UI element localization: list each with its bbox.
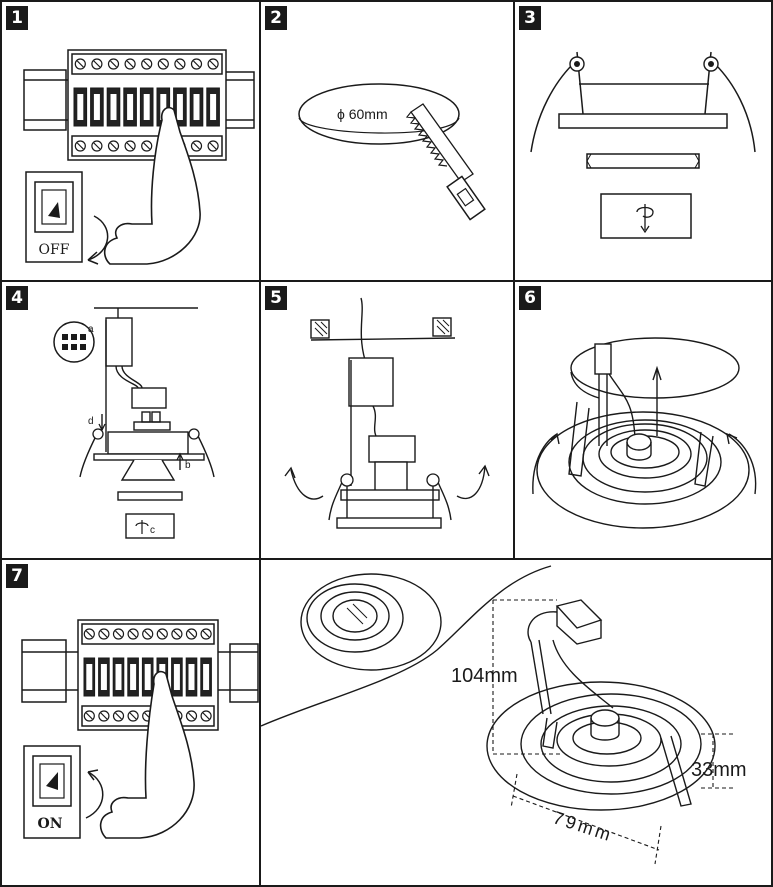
width-dimension-label: 79mm: [551, 807, 616, 845]
panel-step-4: 4: [0, 280, 261, 560]
step-number-1: 1: [6, 6, 28, 30]
top-terminals: [71, 53, 223, 75]
panel-step-7: 7 ON: [0, 558, 261, 887]
push-into-ceiling-illustration: [532, 337, 757, 529]
dimension-lines: [492, 599, 733, 865]
label-d: d: [88, 416, 94, 427]
panel-step-5: 5: [259, 280, 515, 560]
step-number-4: 4: [6, 286, 28, 310]
downlight-product: [486, 599, 716, 811]
insert-fitting-illustration: [284, 297, 490, 529]
finger-pressing: [99, 670, 195, 839]
step-number-2: 2: [265, 6, 287, 30]
rotate-arrow-icon: [636, 204, 654, 234]
clip-release-arrows: [284, 464, 490, 500]
panel-step-6: 6: [513, 280, 773, 560]
up-arrow-icon: [87, 769, 99, 781]
panel-dimensions: 104mm 33mm 79mm: [259, 558, 773, 887]
installed-fitting-inset: [300, 573, 442, 671]
label-b: b: [185, 460, 191, 471]
wiring-illustration: a d b c: [53, 307, 215, 539]
product-dimensions-illustration: 104mm 33mm 79mm: [261, 565, 747, 865]
label-a: a: [88, 324, 94, 335]
down-arrow-icon: [98, 423, 106, 432]
panel-step-1: 1: [0, 0, 261, 282]
step-number-7: 7: [6, 564, 28, 588]
step-number-5: 5: [265, 286, 287, 310]
off-label: OFF: [39, 242, 70, 258]
step-number-3: 3: [519, 6, 541, 30]
terminal-detail-icon: [53, 321, 95, 363]
breaker-switch-off-illustration: OFF: [23, 49, 255, 265]
label-c: c: [150, 525, 155, 536]
depth-dimension-label: 33mm: [691, 759, 747, 781]
rotate-icon: [135, 520, 149, 534]
saw-blade: [410, 103, 474, 183]
height-dimension-label: 104mm: [451, 665, 518, 687]
cut-hole-illustration: ϕ 60mm: [298, 83, 486, 221]
down-arrow-icon: [87, 251, 99, 265]
hole-diameter-label: ϕ 60mm: [337, 106, 388, 122]
finger-pressing: [103, 106, 201, 265]
step-number-6: 6: [519, 286, 541, 310]
panel-step-3: 3: [513, 0, 773, 282]
up-arrow-icon: [176, 452, 184, 461]
breaker-switch-on-illustration: ON: [21, 619, 259, 839]
panel-step-2: 2 ϕ 60mm: [259, 0, 515, 282]
on-label: ON: [38, 816, 63, 832]
spring-clips-illustration: [530, 51, 756, 239]
